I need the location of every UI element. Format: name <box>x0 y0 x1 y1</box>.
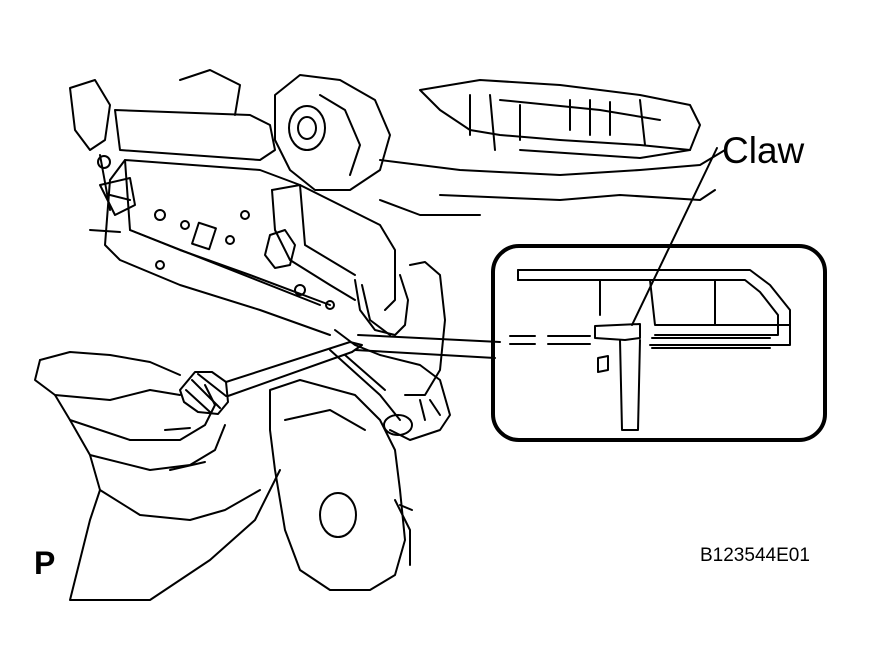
release-clip <box>329 329 451 441</box>
pivot-bolt <box>274 74 391 191</box>
bracket-cover <box>264 184 446 396</box>
hand <box>34 351 281 601</box>
claw-label: Claw <box>722 130 805 171</box>
view-letter: P <box>34 545 56 581</box>
claw-leader-line <box>631 147 718 326</box>
seat-track-rail <box>89 159 335 336</box>
figure-code: B123544E01 <box>700 545 810 566</box>
detail-inset <box>491 244 827 442</box>
callout-connector <box>354 334 501 359</box>
seat-frame-background <box>69 69 726 216</box>
seat-leg <box>269 379 413 591</box>
